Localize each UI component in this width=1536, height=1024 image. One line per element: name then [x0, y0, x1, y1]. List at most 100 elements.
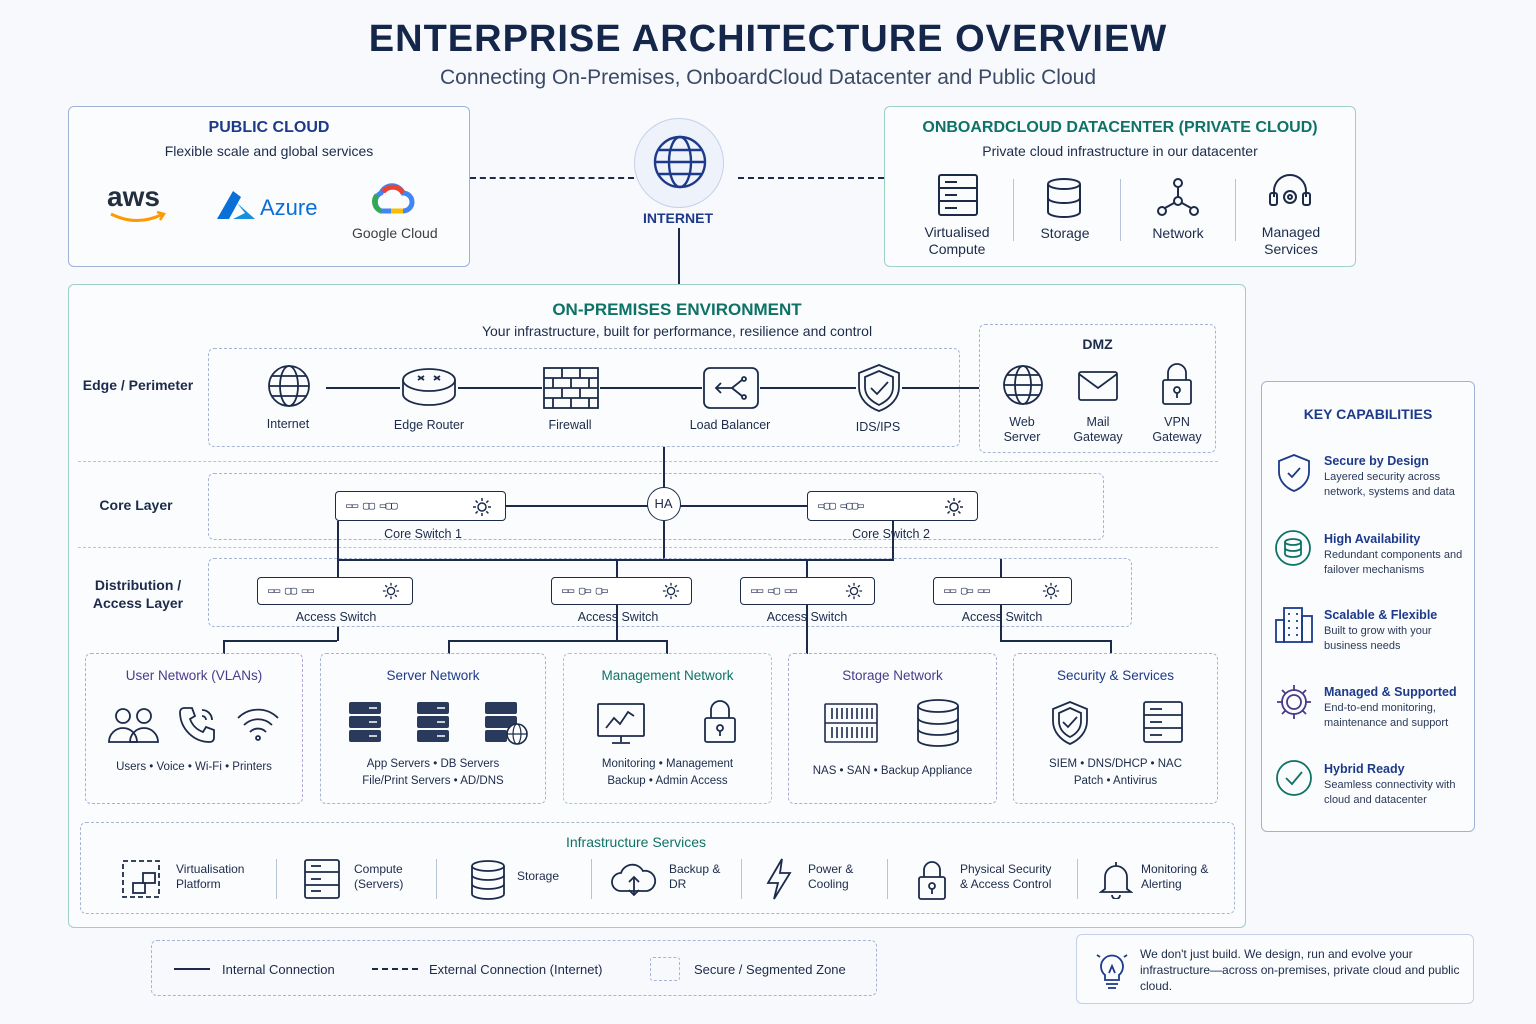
user-network-items: Users • Voice • Wi-Fi • Printers: [116, 761, 272, 773]
segment-link: [223, 640, 337, 642]
google-cloud-logo: Google Cloud: [352, 225, 438, 241]
user-network-title: User Network (VLANs): [125, 668, 263, 683]
server-icon: [417, 702, 449, 742]
server-icon: [349, 702, 381, 742]
layer-label-core: Core Layer: [99, 497, 173, 513]
segment-link: [223, 640, 225, 654]
gear-icon: [845, 582, 863, 600]
gear-icon: [1277, 685, 1311, 719]
edge-link: [326, 387, 981, 389]
page-subtitle: Connecting On-Premises, OnboardCloud Dat…: [439, 66, 1097, 89]
legend-external-label: External Connection (Internet): [429, 962, 603, 977]
private-item-managed: Managed Services: [1261, 224, 1321, 257]
infra-item-physical-security: Physical Security & Access Control: [960, 862, 1052, 891]
cloud-backup-icon: [611, 863, 657, 897]
firewall-node: [542, 366, 600, 410]
security-services-items-1: SIEM • DNS/DHCP • NAC: [1048, 758, 1183, 770]
public-cloud-panel: PUBLIC CLOUD Flexible scale and global s…: [68, 106, 470, 267]
segment-link: [616, 605, 618, 641]
lock-icon: [1162, 363, 1192, 405]
divider: [436, 859, 437, 899]
infra-item-backup: Backup & DR: [669, 862, 721, 891]
switch-ports-icon: ▭▭ ▭▢ ▭▭: [751, 584, 797, 597]
layer-label-distribution: Distribution / Access Layer: [92, 577, 184, 611]
check-circle-icon: [1276, 760, 1312, 796]
switch-ports-icon: ▭▢▢ ▭▢▢▭: [818, 499, 864, 512]
gear-icon: [945, 498, 963, 516]
shield-check-icon: [1052, 701, 1088, 745]
segment-link: [666, 640, 668, 654]
legend-dashed-line: [372, 968, 418, 970]
segment-link: [1110, 640, 1112, 654]
access-link: [337, 559, 339, 578]
network-nodes-icon: [1157, 178, 1199, 216]
access-link: [616, 559, 618, 578]
dmz-vpn-gateway: VPN Gateway: [1152, 415, 1202, 444]
segment-link: [806, 605, 808, 654]
legend-zone-label: Secure / Segmented Zone: [694, 962, 846, 977]
ids-ips-node: [856, 363, 902, 413]
divider: [741, 859, 742, 899]
server-network-items-1: App Servers • DB Servers: [366, 758, 500, 770]
public-cloud-subtitle: Flexible scale and global services: [164, 143, 374, 159]
distribution-bus: [337, 559, 894, 561]
capabilities-title: KEY CAPABILITIES: [1303, 406, 1433, 422]
phone-icon: [179, 707, 215, 743]
capability-desc: Seamless connectivity with cloud and dat…: [1324, 779, 1456, 806]
access-switch-label: Access Switch: [961, 610, 1043, 624]
infrastructure-services-title: Infrastructure Services: [565, 834, 707, 850]
divider: [887, 859, 888, 899]
edge-router-node: [400, 366, 458, 410]
distribution-zone: [208, 558, 1132, 627]
edge-label-router: Edge Router: [393, 418, 465, 432]
private-cloud-panel: ONBOARDCLOUD DATACENTER (PRIVATE CLOUD) …: [884, 106, 1356, 267]
private-cloud-title: ONBOARDCLOUD DATACENTER (PRIVATE CLOUD): [922, 119, 1318, 136]
public-cloud-title: PUBLIC CLOUD: [208, 119, 330, 136]
core-switch-1: ▭▭ ▢▢ ▭▢▢: [335, 491, 506, 521]
infra-item-power: Power & Cooling: [808, 862, 854, 891]
security-services-items-2: Patch • Antivirus: [1073, 775, 1158, 787]
virtualisation-icon: [122, 860, 160, 898]
external-connection-left: [470, 177, 634, 179]
server-network-title: Server Network: [386, 668, 480, 683]
database-icon: [917, 699, 959, 747]
layer-divider: [78, 461, 1218, 462]
users-icon: [108, 708, 159, 743]
gear-icon: [382, 582, 400, 600]
divider: [1013, 179, 1014, 241]
legend-box: Internal Connection External Connection …: [151, 940, 877, 996]
lock-icon: [704, 700, 736, 743]
core-down-link: [337, 521, 339, 577]
tagline-text: We don't just build. We design, run and …: [1140, 947, 1460, 993]
web-server-icon: [485, 702, 528, 745]
core-switch-1-label: Core Switch 1: [384, 527, 462, 541]
switch-ports-icon: ▭▭ ▢▭ ▭▭: [944, 584, 990, 597]
private-item-storage: Storage: [1040, 225, 1090, 241]
capability-desc: Built to grow with your business needs: [1324, 625, 1432, 652]
dmz-title: DMZ: [1082, 336, 1113, 352]
divider: [1120, 179, 1121, 241]
switch-ports-icon: ▭▭ ▢▭ ▢▭: [562, 584, 608, 597]
legend-zone-swatch: [650, 957, 680, 981]
capability-title: Hybrid Ready: [1324, 762, 1405, 776]
globe-icon: [268, 365, 310, 407]
segment-link: [448, 640, 450, 654]
private-cloud-subtitle: Private cloud infrastructure in our data…: [982, 143, 1258, 159]
internet-label: INTERNET: [643, 210, 713, 226]
infrastructure-services-box: Infrastructure Services Virtualisation P…: [80, 822, 1235, 914]
database-icon: [471, 860, 505, 900]
dmz-web-server: Web Server: [1003, 415, 1041, 444]
edge-label-internet: Internet: [266, 417, 310, 431]
storage-network-items: NAS • SAN • Backup Appliance: [812, 765, 973, 777]
page-title: ENTERPRISE ARCHITECTURE OVERVIEW: [368, 18, 1168, 60]
aws-logo: aws: [107, 181, 160, 212]
access-switch-label: Access Switch: [577, 610, 659, 624]
mail-icon: [1078, 371, 1118, 401]
load-balancer-icon: [703, 367, 759, 409]
external-connection-right: [738, 177, 884, 179]
private-item-compute: Virtualised Compute: [924, 224, 990, 257]
switch-ports-icon: ▭▭ ▢▢ ▭▭: [268, 584, 314, 597]
building-icon: [1275, 607, 1313, 643]
legend-internal-label: Internal Connection: [222, 962, 335, 977]
server-rack-icon: [1143, 701, 1183, 743]
